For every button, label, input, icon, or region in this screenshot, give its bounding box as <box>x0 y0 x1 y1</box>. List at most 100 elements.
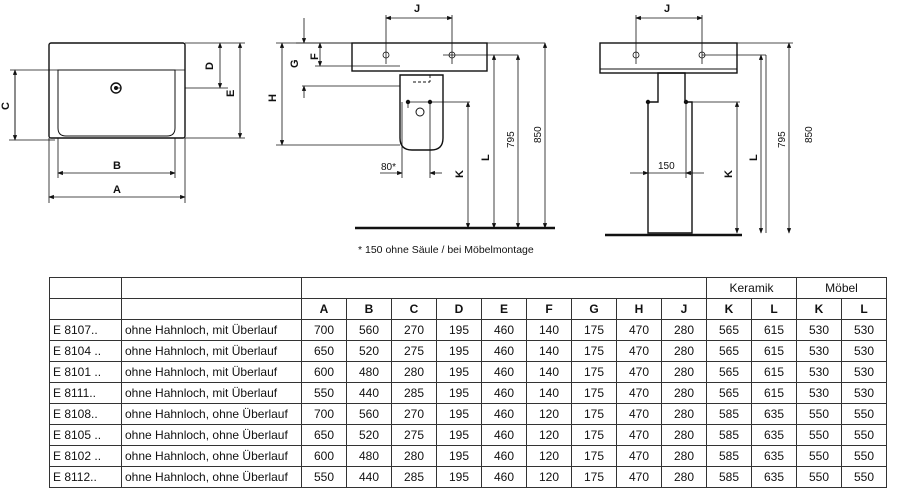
product-code: E 8107.. <box>49 319 122 341</box>
table-group-header-row: Keramik Möbel <box>49 277 887 299</box>
column-header: K <box>796 298 842 320</box>
dimension-value: 550 <box>796 445 842 467</box>
dimension-value: 280 <box>661 340 707 362</box>
column-header: B <box>346 298 392 320</box>
product-code: E 8111.. <box>49 382 122 404</box>
table-cell <box>49 277 122 299</box>
dimension-value: 175 <box>571 361 617 383</box>
dimension-value: 460 <box>481 319 527 341</box>
dimension-value: 195 <box>436 361 482 383</box>
dimension-value: 120 <box>526 466 572 488</box>
dimension-value: 585 <box>706 445 752 467</box>
dimension-value: 530 <box>841 319 887 341</box>
side-dim-label-f: F <box>309 53 321 60</box>
dimension-value: 550 <box>796 466 842 488</box>
dimension-value: 600 <box>301 361 347 383</box>
column-header: F <box>526 298 572 320</box>
dimension-value: 175 <box>571 424 617 446</box>
table-cell <box>121 298 302 320</box>
top-dim-label-d: D <box>204 62 216 70</box>
table-cell <box>121 277 302 299</box>
dimension-value: 635 <box>751 424 797 446</box>
dimension-value: 440 <box>346 382 392 404</box>
dimension-value: 460 <box>481 340 527 362</box>
dimension-value: 550 <box>841 424 887 446</box>
side-dim-label-g: G <box>289 59 301 68</box>
side-basin-outline <box>351 42 488 72</box>
dimension-value: 530 <box>796 382 842 404</box>
top-dim-label-c: C <box>0 102 12 110</box>
dimension-value: 615 <box>751 319 797 341</box>
dimension-value: 460 <box>481 466 527 488</box>
dimension-value: 460 <box>481 445 527 467</box>
front-dim-label-850: 850 <box>804 126 815 143</box>
product-description: ohne Hahnloch, mit Überlauf <box>121 382 302 404</box>
product-description: ohne Hahnloch, ohne Überlauf <box>121 445 302 467</box>
front-dim-label-j: J <box>664 3 670 15</box>
dimension-value: 280 <box>661 445 707 467</box>
dimension-value: 175 <box>571 340 617 362</box>
side-dim-label-80: 80* <box>381 162 396 173</box>
side-dim-label-795: 795 <box>506 131 517 148</box>
column-header: D <box>436 298 482 320</box>
basin-bowl <box>57 69 176 137</box>
product-description: ohne Hahnloch, mit Überlauf <box>121 361 302 383</box>
dimension-value: 530 <box>841 382 887 404</box>
dimension-value: 195 <box>436 445 482 467</box>
dimension-value: 550 <box>301 382 347 404</box>
dimension-value: 280 <box>391 445 437 467</box>
footnote: * 150 ohne Säule / bei Möbelmontage <box>358 244 534 256</box>
column-header: C <box>391 298 437 320</box>
dimension-value: 175 <box>571 319 617 341</box>
dimension-value: 470 <box>616 403 662 425</box>
dimension-value: 175 <box>571 382 617 404</box>
dimension-value: 635 <box>751 403 797 425</box>
product-code: E 8108.. <box>49 403 122 425</box>
dimension-value: 270 <box>391 319 437 341</box>
dimension-value: 470 <box>616 361 662 383</box>
dimension-value: 560 <box>346 403 392 425</box>
side-pedestal <box>399 74 444 151</box>
dimension-value: 460 <box>481 424 527 446</box>
dimension-value: 615 <box>751 340 797 362</box>
product-description: ohne Hahnloch, ohne Überlauf <box>121 424 302 446</box>
dimension-value: 585 <box>706 466 752 488</box>
dimension-value: 120 <box>526 445 572 467</box>
dimension-value: 530 <box>796 340 842 362</box>
side-dim-label-j: J <box>414 3 420 15</box>
side-view-drawing <box>351 42 555 230</box>
dimension-value: 635 <box>751 445 797 467</box>
dimension-value: 470 <box>616 424 662 446</box>
dimension-value: 480 <box>346 361 392 383</box>
dimension-value: 530 <box>796 319 842 341</box>
dimension-value: 275 <box>391 424 437 446</box>
product-description: ohne Hahnloch, ohne Überlauf <box>121 403 302 425</box>
dimension-value: 530 <box>841 361 887 383</box>
column-header: H <box>616 298 662 320</box>
dimension-value: 175 <box>571 445 617 467</box>
basin-outline <box>48 42 186 139</box>
dimension-value: 560 <box>346 319 392 341</box>
front-dim-label-k: K <box>723 170 735 178</box>
product-code: E 8101 .. <box>49 361 122 383</box>
dimension-value: 565 <box>706 319 752 341</box>
dimension-value: 280 <box>661 403 707 425</box>
dimension-value: 650 <box>301 424 347 446</box>
top-dim-label-b: B <box>113 160 121 172</box>
side-dim-label-h: H <box>267 94 279 102</box>
dimension-value: 615 <box>751 361 797 383</box>
top-view-drawing <box>48 42 186 139</box>
side-dim-label-l: L <box>480 154 492 161</box>
dimension-value: 460 <box>481 403 527 425</box>
dimension-value: 275 <box>391 340 437 362</box>
product-code: E 8104 .. <box>49 340 122 362</box>
product-code: E 8102 .. <box>49 445 122 467</box>
dimension-value: 140 <box>526 361 572 383</box>
dimension-value: 195 <box>436 319 482 341</box>
column-header: K <box>706 298 752 320</box>
dimension-value: 480 <box>346 445 392 467</box>
